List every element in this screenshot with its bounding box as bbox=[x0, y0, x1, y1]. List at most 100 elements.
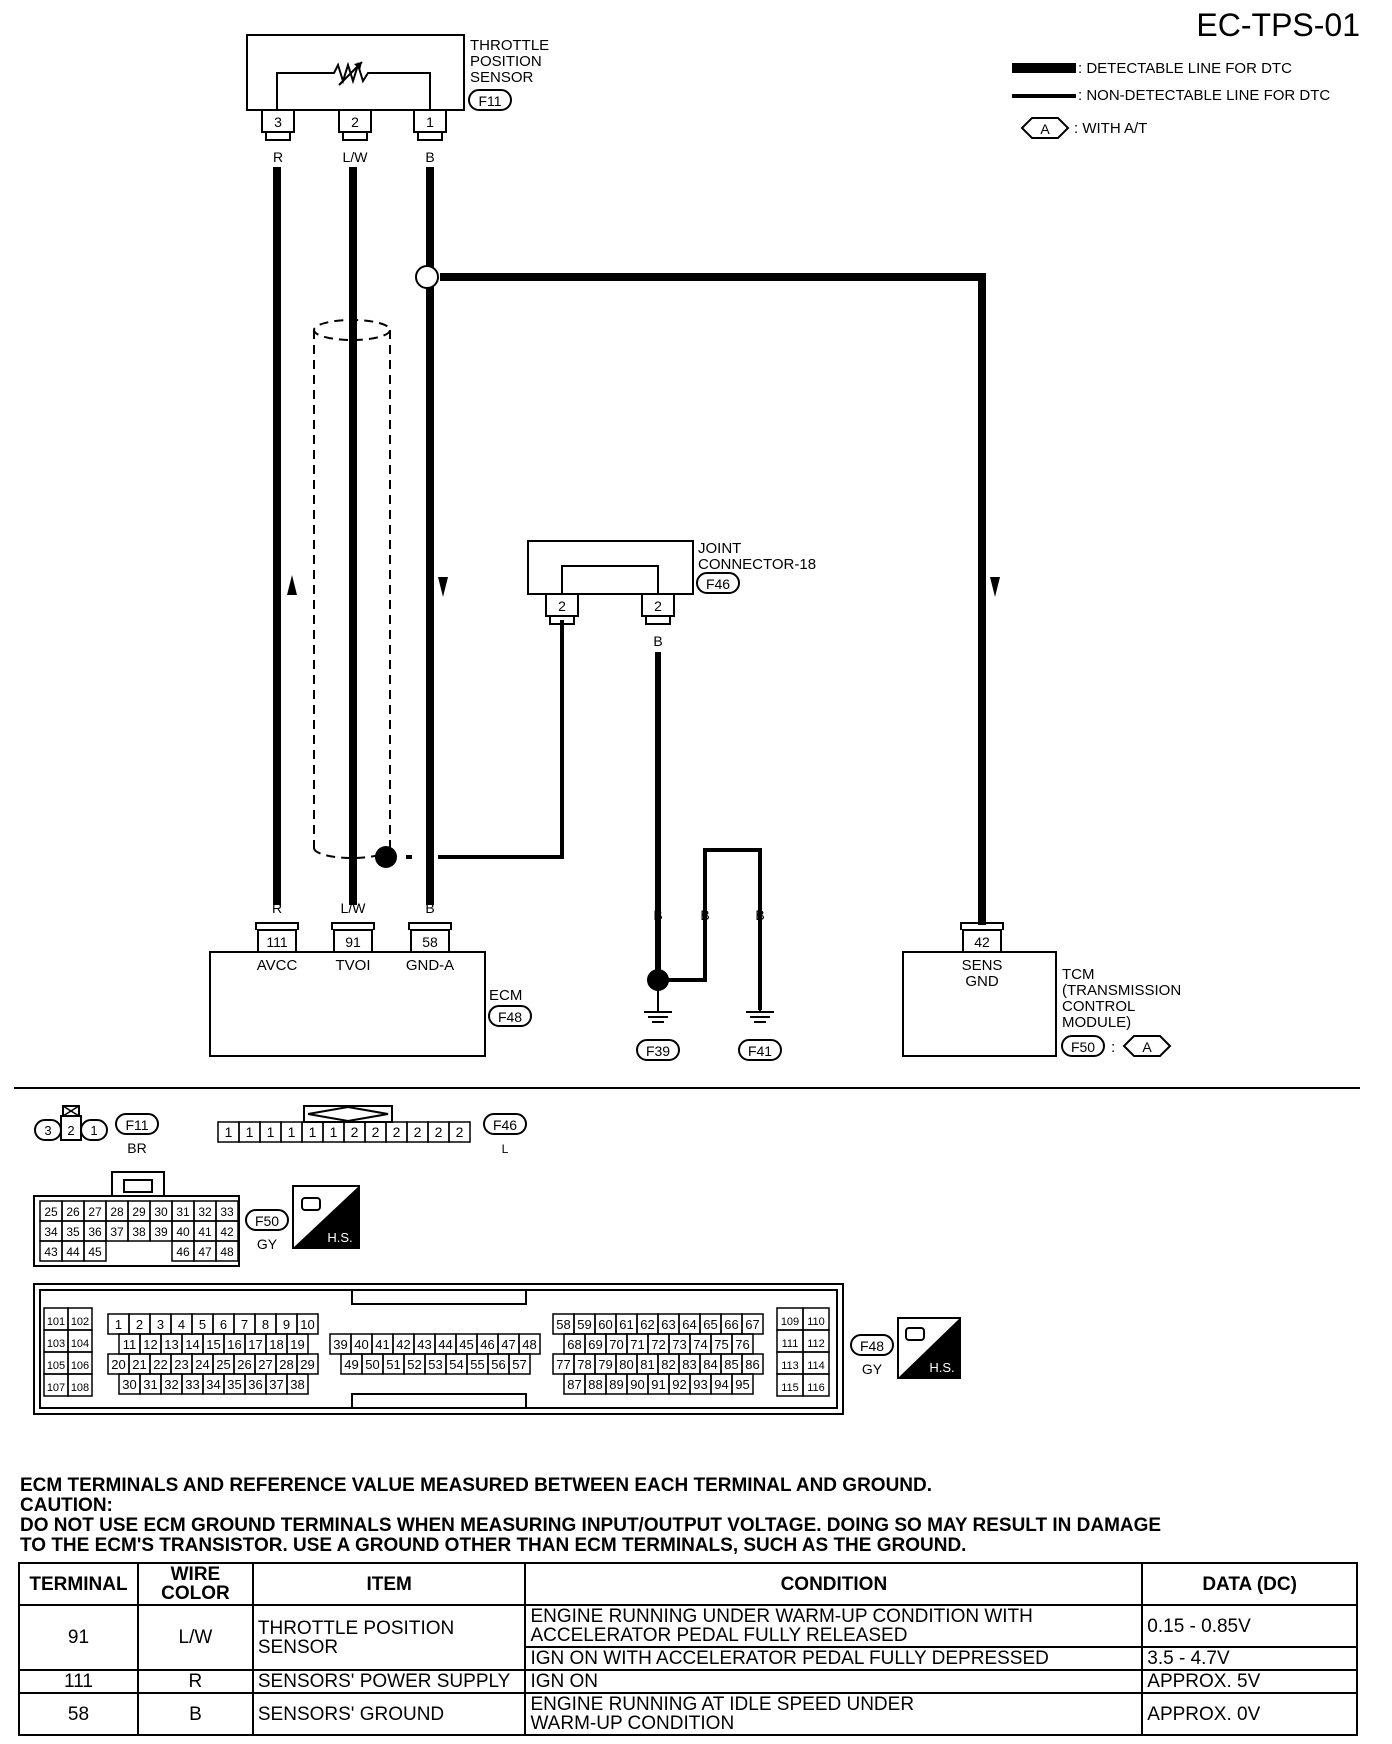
connector-pin-label: 12 bbox=[143, 1337, 157, 1352]
connector-pin-label: 108 bbox=[71, 1382, 89, 1394]
connector-pin-cell bbox=[67, 1373, 93, 1397]
connector-pin-label: 80 bbox=[619, 1357, 633, 1372]
throttle-position-sensor: THROTTLE POSITION SENSOR F11 3 2 1 R L/W… bbox=[246, 34, 549, 165]
connector-view-f11: 3 2 1 F11 BR bbox=[34, 1105, 159, 1156]
connector-pin-label: 1 bbox=[225, 1124, 233, 1140]
connector-pin-label: 57 bbox=[512, 1357, 526, 1372]
connector-pin-cell bbox=[83, 1240, 107, 1262]
connector-pin-label: 82 bbox=[661, 1357, 675, 1372]
connector-pin-label: 36 bbox=[248, 1377, 262, 1392]
ground-symbol-icon bbox=[644, 990, 672, 1023]
connector-pin-label: 91 bbox=[651, 1377, 665, 1392]
tps-name-line-1: THROTTLE bbox=[470, 37, 549, 54]
table-header-row: TERMINAL WIRE COLOR ITEM CONDITION DATA … bbox=[18, 1562, 1358, 1606]
connector-pin-label: 107 bbox=[47, 1382, 65, 1394]
connector-pin-label: 35 bbox=[66, 1225, 80, 1239]
connector-pin-label: 76 bbox=[735, 1337, 749, 1352]
tcm-name-line-1: TCM bbox=[1062, 966, 1095, 983]
tcm-name-line-4: MODULE) bbox=[1062, 1014, 1131, 1031]
joint-connector: JOINT CONNECTOR-18 F46 2 2 B bbox=[527, 540, 816, 649]
connector-pin-label: 60 bbox=[598, 1317, 612, 1332]
connector-pin-label: 71 bbox=[630, 1337, 644, 1352]
tcm-pin-42: 42 bbox=[974, 934, 990, 950]
connector-pin-cell bbox=[215, 1240, 239, 1262]
connector-pin-label: 37 bbox=[269, 1377, 283, 1392]
connector-pin-label: 31 bbox=[143, 1377, 157, 1392]
connector-pin-label: 41 bbox=[375, 1337, 389, 1352]
tps-wire-color-2: L/W bbox=[343, 149, 369, 165]
connector-pin-label: 94 bbox=[714, 1377, 728, 1392]
joint-name-line-2: CONNECTOR-18 bbox=[698, 556, 816, 573]
cell-item: THROTTLE POSITION SENSOR bbox=[251, 1604, 527, 1671]
splice-open bbox=[415, 265, 439, 289]
connector-pin-label: 115 bbox=[781, 1382, 799, 1394]
cell-data: 3.5 - 4.7V bbox=[1141, 1646, 1358, 1671]
wire-tcm-sens-gnd bbox=[440, 273, 986, 925]
f46-view-label: F46 bbox=[493, 1117, 517, 1133]
joint-connector-label: F46 bbox=[706, 576, 730, 592]
connector-pin-label: 114 bbox=[807, 1360, 825, 1372]
connector-pin-label: 73 bbox=[672, 1337, 686, 1352]
condition-line-2: WARM-UP CONDITION bbox=[530, 1713, 735, 1734]
connector-pin-label: 30 bbox=[122, 1377, 136, 1392]
notes-heading: ECM TERMINALS AND REFERENCE VALUE MEASUR… bbox=[20, 1475, 933, 1496]
connector-pin-label: 87 bbox=[567, 1377, 581, 1392]
connector-pin-label: 45 bbox=[459, 1337, 473, 1352]
connector-pin-label: 1 bbox=[115, 1317, 122, 1332]
connector-pin-label: 47 bbox=[198, 1245, 212, 1259]
f11-view-label: F11 bbox=[125, 1117, 148, 1133]
header-condition: CONDITION bbox=[524, 1562, 1144, 1606]
connector-pin-label: 49 bbox=[344, 1357, 358, 1372]
caution-line-1: DO NOT USE ECM GROUND TERMINALS WHEN MEA… bbox=[20, 1515, 1162, 1536]
connector-pin-label: 34 bbox=[44, 1225, 58, 1239]
connector-pin-label: 33 bbox=[220, 1205, 234, 1219]
connector-pin-label: 14 bbox=[185, 1337, 199, 1352]
arrow-down-icon bbox=[438, 577, 448, 597]
connector-pin-label: 42 bbox=[396, 1337, 410, 1352]
connector-pin-cell bbox=[508, 1353, 531, 1375]
connector-pin-label: 78 bbox=[577, 1357, 591, 1372]
legend-option: : WITH A/T bbox=[1074, 120, 1147, 137]
connector-pin-label: 46 bbox=[176, 1245, 190, 1259]
connector-pin-label: 22 bbox=[153, 1357, 167, 1372]
ecm-name: ECM bbox=[489, 987, 522, 1004]
connector-pin-label: 44 bbox=[66, 1245, 80, 1259]
f11-view-pin-2: 2 bbox=[67, 1123, 74, 1138]
tps-wire-color-3: B bbox=[425, 149, 434, 165]
connector-pin-label: 104 bbox=[71, 1338, 89, 1350]
connector-pin-label: 24 bbox=[195, 1357, 209, 1372]
tps-pin-2: 2 bbox=[351, 114, 359, 130]
wires bbox=[273, 167, 986, 1010]
connector-pin-label: 27 bbox=[258, 1357, 272, 1372]
connector-pin-label: 16 bbox=[227, 1337, 241, 1352]
connector-pin-label: 2 bbox=[435, 1124, 443, 1140]
connector-pin-label: 63 bbox=[661, 1317, 675, 1332]
ecm-wire-color-1: R bbox=[272, 900, 282, 916]
item-line-2: SENSOR bbox=[257, 1636, 339, 1658]
connector-pin-label: 79 bbox=[598, 1357, 612, 1372]
connector-pin-label: 3 bbox=[157, 1317, 164, 1332]
table-row: 58 B SENSORS' GROUND ENGINE RUNNING AT I… bbox=[18, 1692, 1358, 1736]
connector-pin-label: 72 bbox=[651, 1337, 665, 1352]
ground-label-f41: F41 bbox=[748, 1043, 772, 1059]
connector-pin-label: 109 bbox=[781, 1316, 799, 1328]
tcm-wire-color: B bbox=[977, 900, 986, 916]
connector-pin-label: 17 bbox=[248, 1337, 262, 1352]
connector-pin-label: 9 bbox=[283, 1317, 290, 1332]
tcm: B 42 SENS GND TCM (TRANSMISSION CONTROL … bbox=[902, 900, 1181, 1057]
ecm-pin-58: 58 bbox=[422, 934, 438, 950]
ecm-connector-tag bbox=[488, 1005, 532, 1027]
option-symbol-icon bbox=[1122, 1035, 1172, 1057]
connector-pin-label: 43 bbox=[417, 1337, 431, 1352]
detectable-line-swatch bbox=[1012, 63, 1076, 73]
connector-pin-label: 69 bbox=[588, 1337, 602, 1352]
connector-pin-label: 55 bbox=[470, 1357, 484, 1372]
connector-pin-label: 66 bbox=[724, 1317, 738, 1332]
tps-pin-1: 1 bbox=[426, 114, 434, 130]
tcm-pin-label-line-1: SENS bbox=[962, 957, 1003, 974]
cell-data: 0.15 - 0.85V bbox=[1141, 1604, 1358, 1648]
connector-pin-label: 51 bbox=[386, 1357, 400, 1372]
connector-pin-label: 40 bbox=[354, 1337, 368, 1352]
caution-title: CAUTION: bbox=[20, 1495, 113, 1516]
connector-pin-label: 27 bbox=[88, 1205, 102, 1219]
